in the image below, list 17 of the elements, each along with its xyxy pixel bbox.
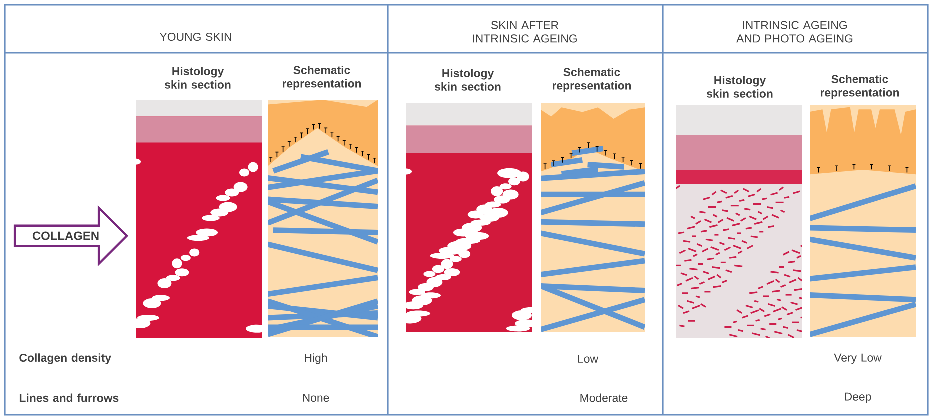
row-heading: Lines and furrows	[20, 394, 119, 402]
table-cell: Very Low	[834, 354, 882, 364]
column-subheading: Schematic representation	[282, 66, 362, 90]
column-subheading: Histology skin section	[164, 67, 231, 89]
table-cell: Low	[578, 355, 599, 363]
column-heading: INTRINSIC AGEING AND PHOTO AGEING	[736, 21, 853, 43]
table-cell: Deep	[845, 392, 872, 404]
column-subheading: Schematic representation	[552, 68, 632, 92]
column-heading: SKIN AFTER INTRINSIC AGEING	[473, 21, 577, 43]
column-heading: YOUNG SKIN	[160, 32, 232, 42]
table-cell: Moderate	[580, 394, 628, 402]
table-cell: None	[303, 394, 330, 402]
row-heading: Collagen density	[20, 354, 112, 364]
column-subheading: Histology skin section	[434, 69, 501, 91]
column-subheading: Histology skin section	[706, 76, 773, 98]
table-cell: High	[305, 354, 328, 364]
column-subheading: Schematic representation	[820, 74, 900, 100]
